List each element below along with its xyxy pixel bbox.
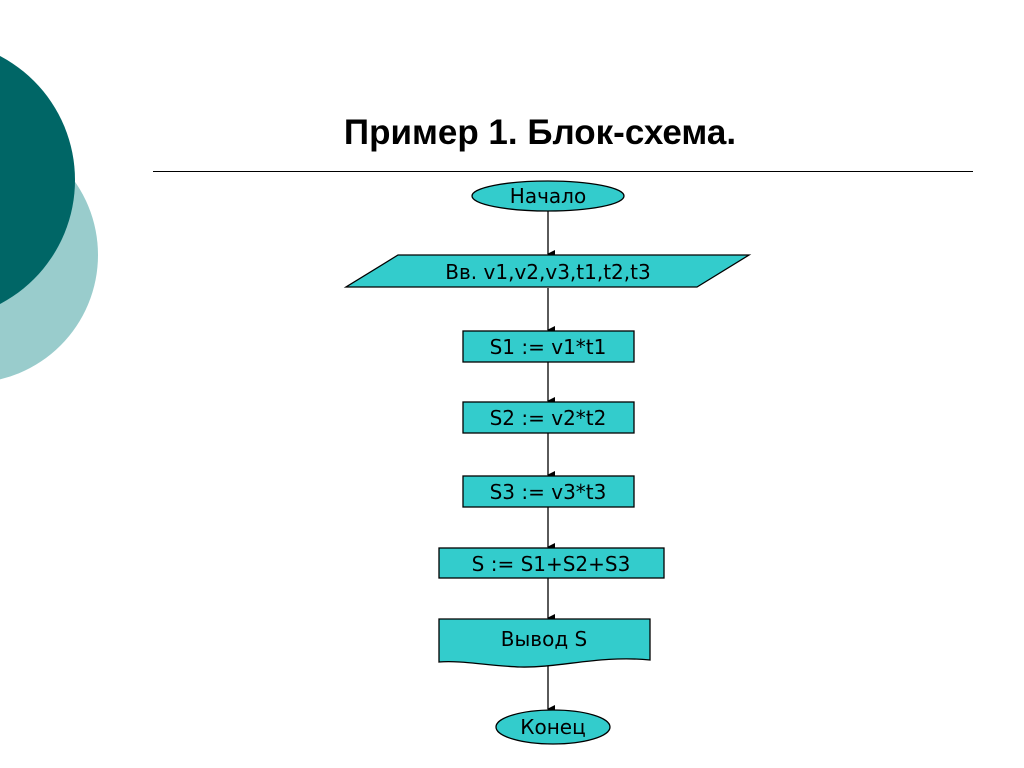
process-s3 bbox=[462, 475, 635, 508]
process-s2 bbox=[462, 401, 635, 434]
title-divider bbox=[153, 171, 973, 172]
output-block bbox=[438, 618, 651, 668]
decor-circle-dark bbox=[0, 56, 75, 304]
process-s1 bbox=[462, 330, 635, 363]
process-s1-label: S1 := v1*t1 bbox=[490, 335, 607, 359]
input-label: Вв. v1,v2,v3,t1,t2,t3 bbox=[445, 260, 650, 284]
process-sum bbox=[438, 547, 665, 579]
start-terminator bbox=[471, 180, 625, 212]
page-title: Пример 1. Блок-схема. bbox=[343, 113, 737, 152]
process-s2-label: S2 := v2*t2 bbox=[490, 406, 607, 430]
process-s3-label: S3 := v3*t3 bbox=[490, 480, 607, 504]
end-terminator bbox=[495, 709, 611, 745]
output-label: Вывод S bbox=[501, 627, 587, 651]
start-label: Начало bbox=[510, 184, 586, 208]
decor-circles bbox=[0, 56, 98, 380]
process-sum-label: S := S1+S2+S3 bbox=[472, 552, 631, 576]
end-label: Конец bbox=[520, 715, 585, 739]
input-block bbox=[343, 254, 752, 288]
